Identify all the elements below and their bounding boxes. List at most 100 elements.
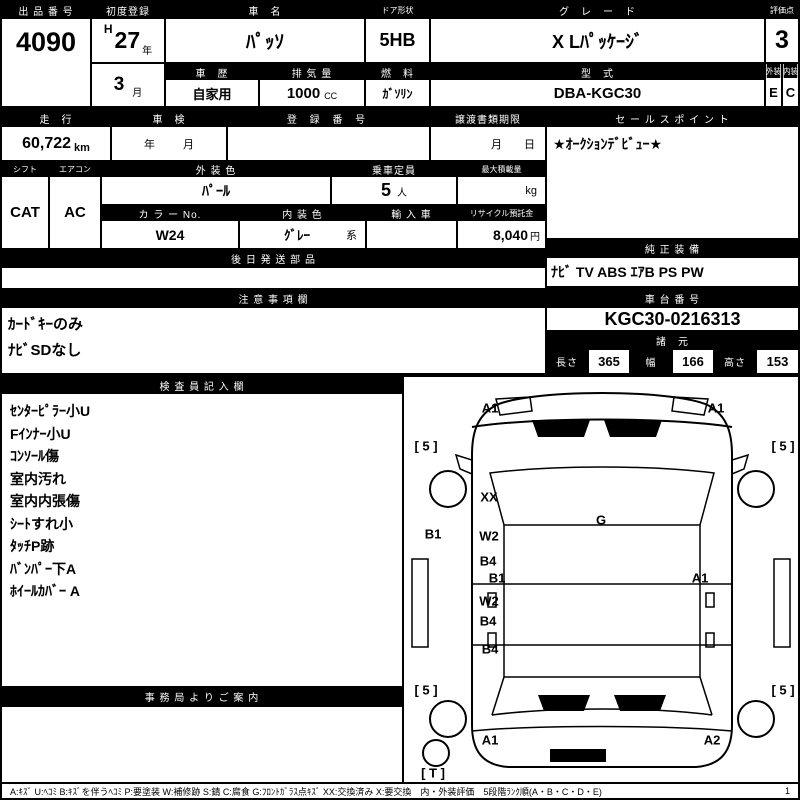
rear-left-wheel	[429, 700, 467, 738]
car-body-outline	[471, 391, 733, 768]
inspector-note: ﾎｲｰﾙｶﾊﾞｰ A	[10, 583, 80, 599]
chassis-number-value: KGC30-0216313	[604, 308, 741, 329]
caution-line: ﾅﾋﾞSDなし	[8, 342, 82, 359]
caution-line: ｶｰﾄﾞｷｰのみ	[8, 316, 84, 333]
spec-label: 諸 元	[547, 332, 798, 348]
door-shape-value: 5HB	[379, 30, 416, 50]
height-label: 高さ	[715, 350, 755, 373]
max-load-label: 最大積載量	[458, 162, 545, 177]
recycle-fee-number: 8,040	[492, 226, 528, 243]
exterior-color-cell: 外 装 色 ﾊﾟｰﾙ	[102, 162, 330, 204]
mileage-unit: km	[74, 142, 90, 154]
fuel-cell: 燃 料 ｶﾞｿﾘﾝ	[366, 64, 429, 106]
transfer-docs-value: 月 日	[431, 127, 545, 160]
legend-text: A:ｷｽﾞ U:ﾍｺﾐ B:ｷｽﾞを伴うﾍｺﾐ P:要塗装 W:補修跡 S:錆 …	[10, 786, 602, 797]
damage-mark: W2	[479, 528, 499, 544]
door-handle	[705, 592, 715, 608]
length-label: 長さ	[547, 350, 587, 373]
first-registration-month-cell: 3 月	[92, 64, 164, 106]
recycle-fee-cell: リサイクル預託金 8,040 円	[458, 206, 545, 248]
exterior-score-label: 外装	[766, 64, 781, 78]
interior-score-label: 内装	[783, 64, 798, 78]
capacity-value: 5 人	[332, 177, 456, 204]
damage-mark: B1	[424, 526, 442, 542]
damage-mark: B4	[479, 553, 497, 569]
inspection-cell: 車 検 年 月	[112, 110, 226, 160]
chassis-number-label: 車 台 番 号	[547, 290, 798, 306]
caution-cell: ｶｰﾄﾞｷｰのみ ﾅﾋﾞSDなし	[2, 308, 545, 373]
damage-mark: [ T ]	[421, 765, 445, 781]
recycle-fee-label: リサイクル預託金	[458, 206, 545, 221]
door-handle	[487, 632, 497, 648]
color-number-value: W24	[155, 226, 185, 243]
car-history-cell: 車 歴 自家用	[166, 64, 258, 106]
width-label: 幅	[631, 350, 671, 373]
car-name-value: ﾊﾟｯｿ	[245, 32, 284, 53]
model-code-cell: 型 式 DBA-KGC30	[431, 64, 764, 106]
damage-mark: [ 5 ]	[771, 438, 795, 454]
score-cell: 評価点 3	[766, 2, 798, 62]
door-split-lines	[472, 583, 732, 646]
rear-window	[491, 676, 713, 716]
first-registration-year: H 27 年	[92, 19, 164, 62]
auction-number-cell: 出 品 番 号 4090	[2, 2, 90, 106]
equipment-value: ﾅﾋﾞ TV ABS ｴｱB PS PW	[551, 264, 704, 280]
recycle-fee-unit: 円	[530, 232, 540, 243]
max-load-value: kg	[525, 184, 537, 197]
import-car-label: 輸 入 車	[367, 206, 456, 221]
first-registration-cell: 初度登録 H 27 年	[92, 2, 164, 62]
grade-cell: グ レ ー ド X Lﾊﾟｯｹｰｼﾞ	[431, 2, 764, 62]
damage-mark: G	[595, 512, 607, 528]
car-top-view-diagram	[411, 391, 791, 768]
rear-deck-line	[471, 725, 733, 732]
front-left-wheel	[429, 470, 467, 508]
inspector-note: 室内内張傷	[10, 493, 80, 509]
sales-point-cell: セ ー ル ス ポ イ ン ト ★ｵｰｸｼｮﾝﾃﾞﾋﾞｭｰ★	[547, 110, 798, 238]
sales-point-label: セ ー ル ス ポ イ ン ト	[547, 110, 798, 127]
displacement-number: 1000	[286, 84, 321, 102]
aircon-label: エアコン	[50, 162, 100, 177]
damage-mark: A1	[691, 570, 709, 586]
score-value: 3	[775, 26, 789, 54]
exterior-score-value: E	[769, 84, 778, 100]
width-value: 166	[682, 354, 704, 369]
inspector-note: ﾊﾞﾝﾊﾟｰ下A	[10, 560, 77, 577]
length-value: 365	[598, 354, 620, 369]
inspector-note: ｼｰﾄすれ小	[10, 515, 73, 532]
year-unit: 年	[142, 46, 153, 57]
later-parts-label: 後 日 発 送 部 品	[2, 250, 545, 266]
exterior-color-value: ﾊﾟｰﾙ	[202, 182, 230, 199]
inspector-note: 室内汚れ	[10, 470, 66, 487]
import-car-cell: 輸 入 車	[367, 206, 456, 248]
mileage-value: 60,722 km	[2, 127, 110, 160]
damage-mark: B1	[488, 570, 506, 586]
fuel-value: ｶﾞｿﾘﾝ	[382, 86, 413, 101]
displacement-label: 排 気 量	[260, 64, 364, 80]
car-history-label: 車 歴	[166, 64, 258, 80]
rear-vents	[538, 695, 666, 711]
door-shape-label: ドア形状	[366, 2, 429, 19]
damage-mark: W2	[479, 593, 499, 609]
inspection-month-unit: 月	[183, 138, 194, 151]
side-mirrors	[454, 453, 750, 476]
interior-score-cell: 内装 C	[783, 64, 798, 106]
displacement-unit: CC	[324, 91, 338, 101]
damage-mark: [ 5 ]	[414, 682, 438, 698]
transfer-docs-cell: 譲渡書類期限 月 日	[431, 110, 545, 160]
max-load-cell: 最大積載量 kg	[458, 162, 545, 204]
equipment-cell: ﾅﾋﾞ TV ABS ｴｱB PS PW	[547, 258, 798, 286]
office-notice-label: 事 務 局 よ り ご 案 内	[2, 688, 402, 705]
capacity-unit: 人	[397, 188, 407, 199]
mileage-label: 走 行	[2, 110, 110, 127]
aircon-value: AC	[64, 204, 86, 221]
inspector-note: Fｲﾝﾅｰ小U	[10, 425, 71, 442]
cowl-vents	[532, 420, 662, 437]
length-cell: 365	[589, 350, 629, 373]
import-car-value	[367, 221, 456, 248]
equipment-label: 純 正 装 備	[547, 240, 798, 256]
model-code-label: 型 式	[431, 64, 764, 80]
chassis-number-cell: KGC30-0216313	[547, 308, 798, 330]
